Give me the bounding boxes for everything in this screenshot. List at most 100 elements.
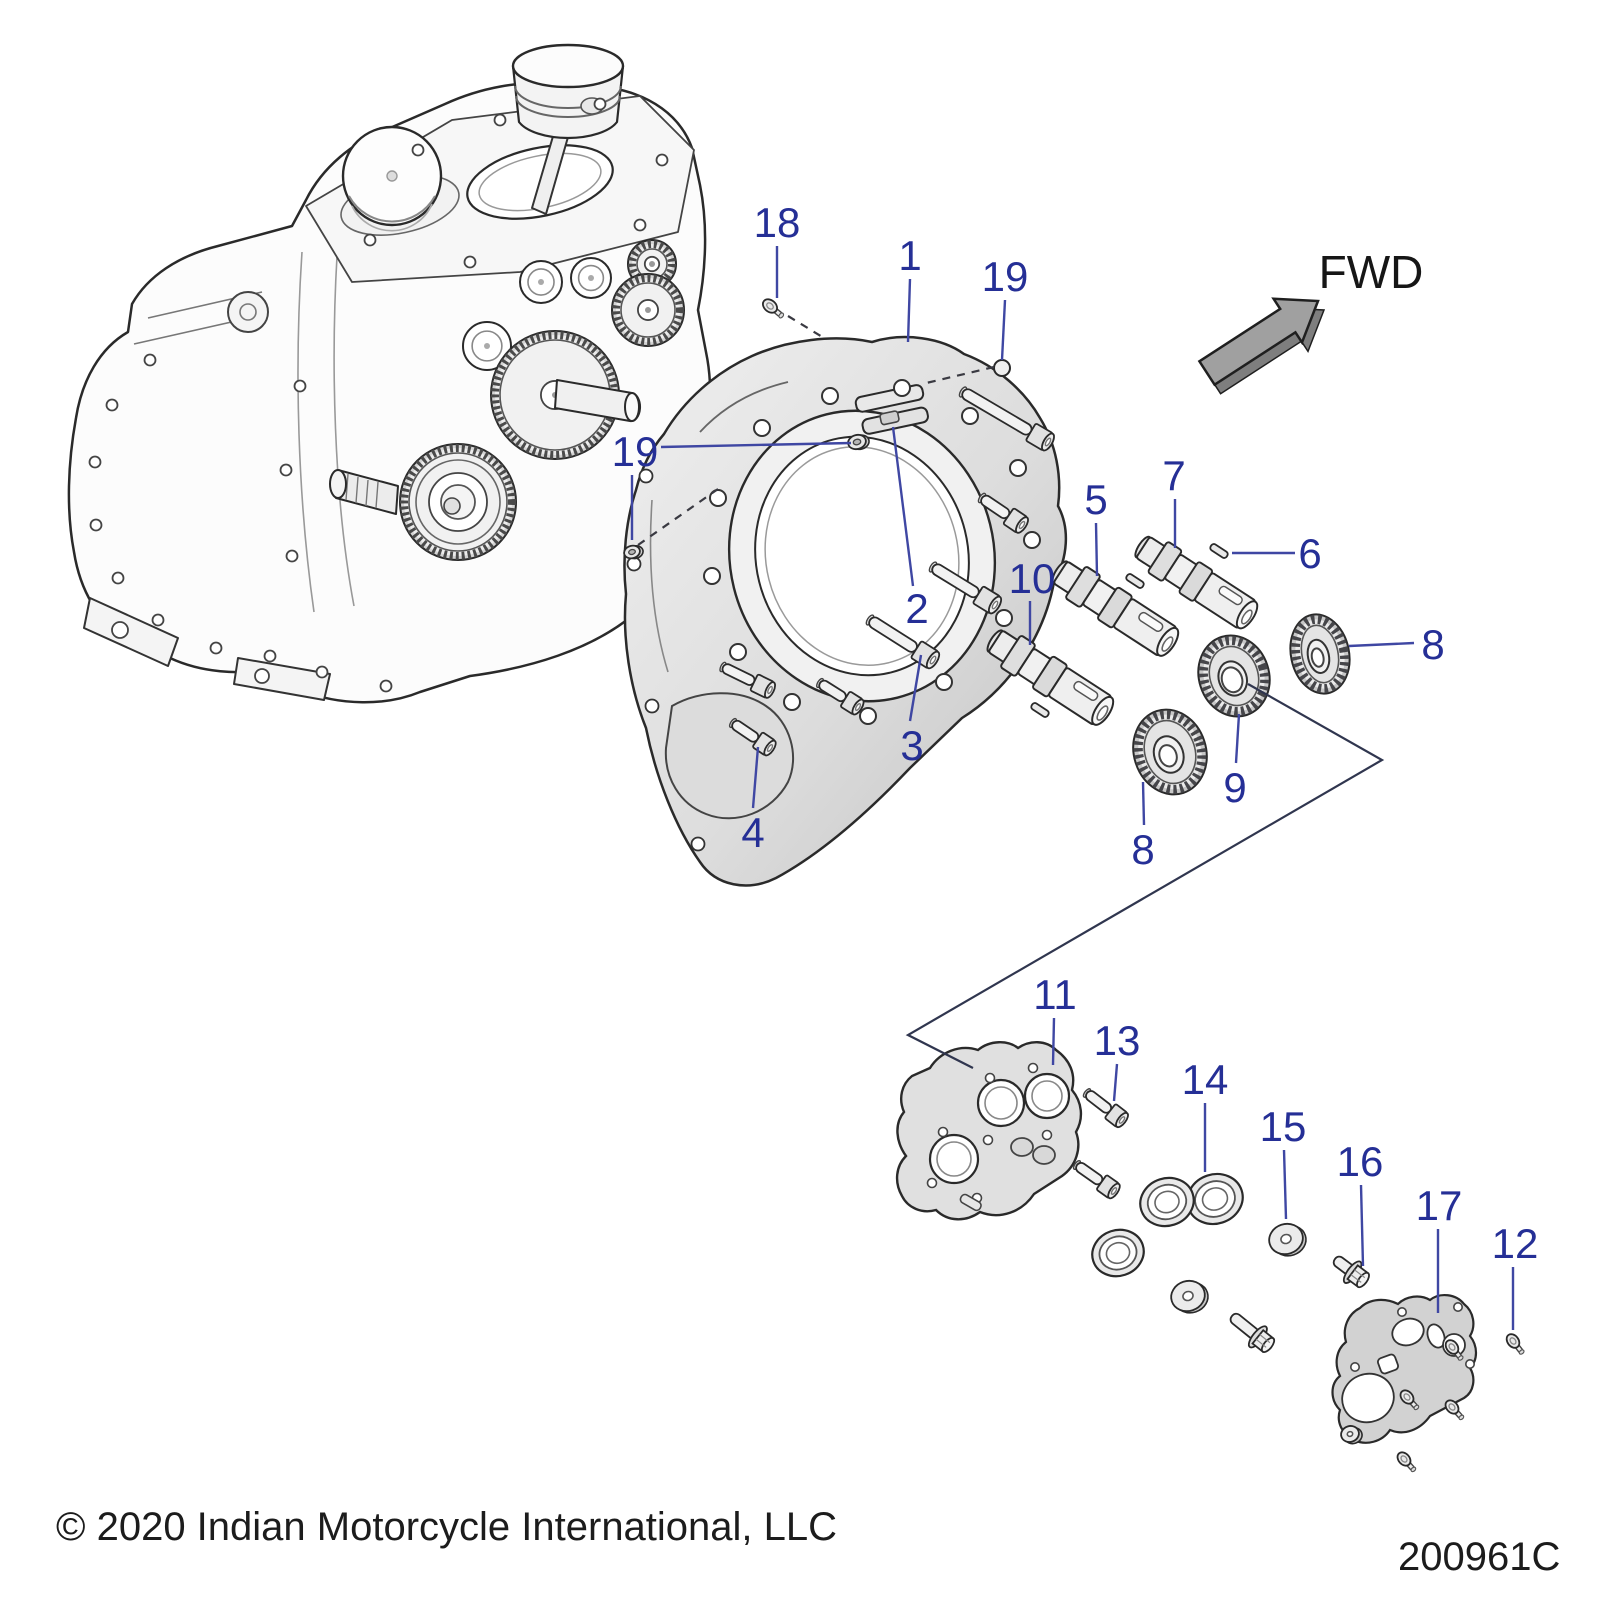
cover-bolt-hole: [821, 387, 839, 405]
callout-3-leader: [908, 654, 923, 722]
callout-19-left: 19: [612, 428, 659, 475]
alignment-dashed-line: [787, 315, 825, 339]
bolt-hole: [88, 455, 102, 469]
callout-16: 16: [1337, 1138, 1384, 1185]
cam-key: [1125, 573, 1145, 589]
cover-bolt-hole: [703, 567, 721, 585]
plate-bolt-hole: [937, 1126, 949, 1138]
socket-bolt: [928, 561, 1003, 615]
cam-support-plate: [895, 1041, 1083, 1221]
gasket-bolt-hole: [1350, 1362, 1361, 1373]
bolt-hole: [411, 143, 425, 157]
bolt-hole: [151, 613, 165, 627]
bearing-bore: [519, 260, 563, 304]
cover-bolt-hole: [893, 379, 911, 397]
ball-plug-19: [993, 359, 1011, 377]
callout-8-right-leader: [1348, 641, 1415, 648]
copyright-text: © 2020 Indian Motorcycle International, …: [56, 1505, 837, 1549]
callout-8-lower-leader: [1141, 781, 1146, 826]
callout-8-right: 8: [1421, 621, 1444, 668]
bolt-3: [865, 614, 941, 670]
camshaft-7: [1134, 535, 1259, 630]
callout-8-lower: 8: [1131, 826, 1154, 873]
mount-tab: [233, 657, 331, 701]
callout-9-leader: [1234, 713, 1241, 764]
callout-10: 10: [1009, 555, 1056, 602]
alignment-dashed-line: [637, 488, 719, 546]
plate-bolt-hole: [984, 1072, 996, 1084]
cover-bolt-hole: [753, 419, 771, 437]
callout-9: 9: [1223, 764, 1246, 811]
fwd-label: FWD: [1319, 246, 1424, 298]
callout-16-leader: [1359, 1184, 1365, 1267]
callout-2-leader: [891, 426, 915, 587]
fasteners-bearings-washers: [623, 298, 1525, 1473]
callout-19-top-leader: [1000, 299, 1007, 361]
socket-bolt: [815, 677, 865, 716]
callout-11: 11: [1033, 971, 1077, 1018]
gasket: [1331, 1294, 1478, 1444]
cover-lug-hole: [644, 698, 660, 714]
camshaft-10: [986, 629, 1115, 726]
flange-bolt-16: [1332, 1255, 1370, 1289]
callout-13: 13: [1094, 1017, 1141, 1064]
socket-bolt: [958, 386, 1055, 452]
bolt-hole: [105, 398, 119, 412]
callout-2: 2: [905, 585, 928, 632]
case-boss: [227, 291, 269, 333]
callout-17: 17: [1416, 1182, 1463, 1229]
case-seam: [333, 239, 355, 607]
alignment-dashed-line: [921, 365, 995, 386]
cover-bolt-hole: [935, 673, 953, 691]
screw-12: [1399, 1389, 1420, 1411]
callout-15-leader: [1282, 1149, 1288, 1220]
cam-gear-8-right: [1289, 613, 1351, 695]
bolt-hole: [285, 549, 299, 563]
callout-19-top: 19: [982, 253, 1029, 300]
plate-bolt-hole: [1027, 1062, 1039, 1074]
cover-lug-hole: [690, 836, 706, 852]
callout-14: 14: [1182, 1056, 1229, 1103]
washer-15: [1268, 1222, 1307, 1257]
clutch-gear: [399, 443, 517, 561]
plate-boss: [1032, 1145, 1056, 1165]
plate-body: [895, 1041, 1083, 1221]
callout-11-leader: [1051, 1017, 1056, 1066]
cover-bolt-hole: [783, 693, 801, 711]
callout-4-leader: [751, 746, 760, 809]
bolt-hole: [209, 641, 223, 655]
bolt-hole: [463, 255, 477, 269]
gasket-bolt-hole: [1397, 1307, 1408, 1318]
washer-15: [1340, 1425, 1363, 1445]
cover-bolt-hole: [1009, 459, 1027, 477]
camshafts-and-gears: [986, 535, 1351, 796]
bolt-13: [1072, 1159, 1121, 1200]
callout-15: 15: [1260, 1103, 1307, 1150]
diagram-number: 200961C: [1398, 1535, 1560, 1579]
bolt-hole: [315, 665, 329, 679]
callout-3: 3: [900, 722, 923, 769]
cover-bolt-hole: [961, 407, 979, 425]
bolt-hole: [263, 649, 277, 663]
bolt-hole: [143, 353, 157, 367]
cover-lug-hole: [626, 556, 642, 572]
callout-6: 6: [1298, 530, 1321, 577]
bolt-13: [1082, 1088, 1129, 1129]
camshaft-5: [1051, 560, 1180, 657]
callout-7: 7: [1162, 452, 1185, 499]
bolt-hole: [633, 218, 647, 232]
callout-4: 4: [741, 809, 764, 856]
screw-12: [1444, 1339, 1464, 1361]
bolt-hole: [593, 97, 607, 111]
plug-19: [847, 433, 870, 451]
bolt-hole: [363, 233, 377, 247]
callout-19-left-leader: [660, 441, 852, 449]
bolt-4: [728, 717, 777, 757]
cover-bolt-hole: [859, 707, 877, 725]
cam-gear-9: [1197, 634, 1271, 718]
piston-right: [511, 43, 625, 215]
callout-1: 1: [898, 232, 921, 279]
fwd-arrow-icon: [1197, 297, 1320, 387]
